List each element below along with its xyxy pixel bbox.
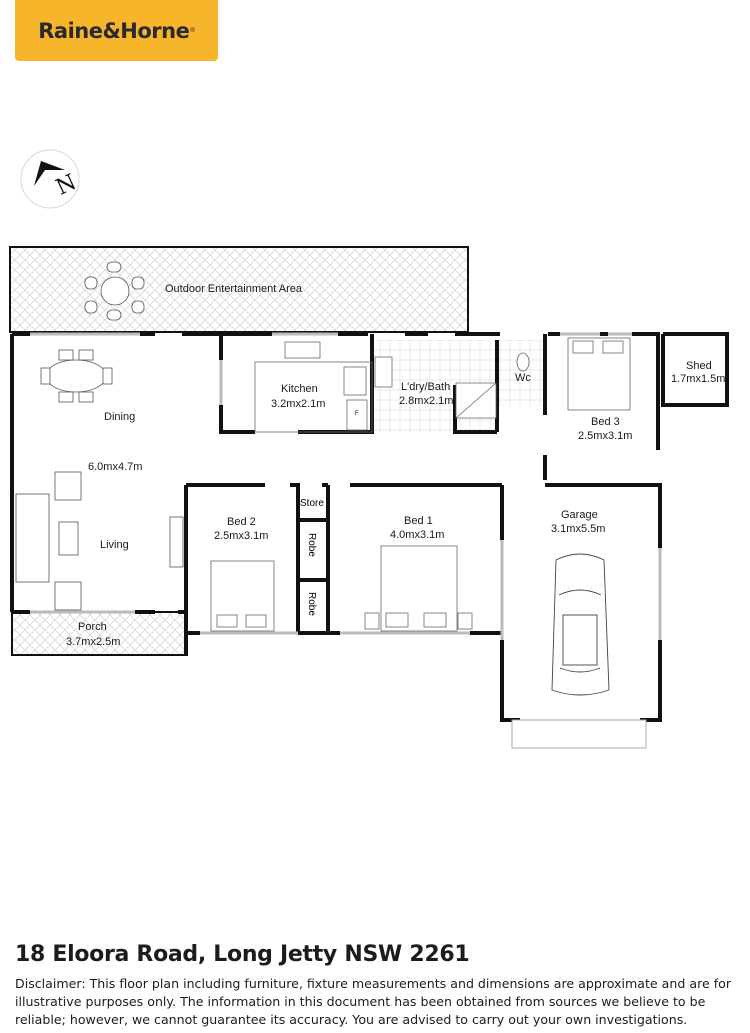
bed3-dims: 2.5mx3.1m — [578, 430, 632, 442]
brand-name: Raine&Horne — [38, 18, 190, 43]
kitchen-label: Kitchen — [281, 383, 318, 395]
garage-dims: 3.1mx5.5m — [551, 523, 605, 535]
car-icon — [551, 553, 610, 696]
porch-label: Porch — [78, 621, 107, 633]
bed3-label: Bed 3 — [591, 416, 620, 428]
living-label: Living — [100, 539, 129, 551]
outdoor-table-icon — [84, 261, 145, 321]
bed1-bed-icon — [364, 545, 473, 632]
dining-label: Dining — [104, 411, 135, 423]
bed2-label: Bed 2 — [227, 516, 256, 528]
raine-horne-logo: Raine&Horne® — [15, 0, 218, 61]
bed1-label: Bed 1 — [404, 515, 433, 527]
toilet-icon — [516, 352, 530, 372]
shed-dims: 1.7mx1.5m — [671, 373, 725, 385]
floor-plan: Outdoor Entertainment Area Porch 3.7mx2.… — [9, 246, 729, 749]
driveway-apron — [511, 719, 647, 749]
kitchen-fixtures-icon — [254, 341, 373, 433]
dining-table-icon — [40, 349, 113, 403]
outdoor-area-label: Outdoor Entertainment Area — [165, 283, 303, 295]
laundry-label: L'dry/Bath — [401, 381, 450, 393]
registered-mark: ® — [190, 27, 195, 34]
property-address: 18 Eloora Road, Long Jetty NSW 2261 — [15, 942, 470, 967]
fridge-label: F — [355, 411, 359, 417]
bed1-dims: 4.0mx3.1m — [390, 529, 444, 541]
bed2-dims: 2.5mx3.1m — [214, 530, 268, 542]
north-compass-icon: N — [20, 149, 80, 209]
robe1-label: Robe — [306, 533, 317, 557]
laundry-tub-icon — [374, 356, 393, 388]
garage-label: Garage — [561, 509, 598, 521]
shed-label: Shed — [686, 360, 712, 372]
living-furniture-icon — [15, 471, 184, 611]
wc-tiles — [498, 340, 545, 406]
bed2-bed-icon — [210, 560, 275, 632]
walls — [10, 332, 729, 722]
shower-icon — [455, 382, 497, 419]
porch-dims: 3.7mx2.5m — [66, 636, 120, 648]
wc-label: Wc — [515, 372, 531, 384]
bed3-bed-icon — [567, 337, 631, 411]
windows — [30, 332, 662, 640]
porch-area — [11, 611, 188, 656]
store-label: Store — [300, 498, 324, 509]
living-dims: 6.0mx4.7m — [88, 461, 142, 473]
laundry-dims: 2.8mx2.1m — [399, 395, 453, 407]
kitchen-dims: 3.2mx2.1m — [271, 398, 325, 410]
robe2-label: Robe — [306, 592, 317, 616]
disclaimer-text: Disclaimer: This floor plan including fu… — [15, 976, 732, 1027]
